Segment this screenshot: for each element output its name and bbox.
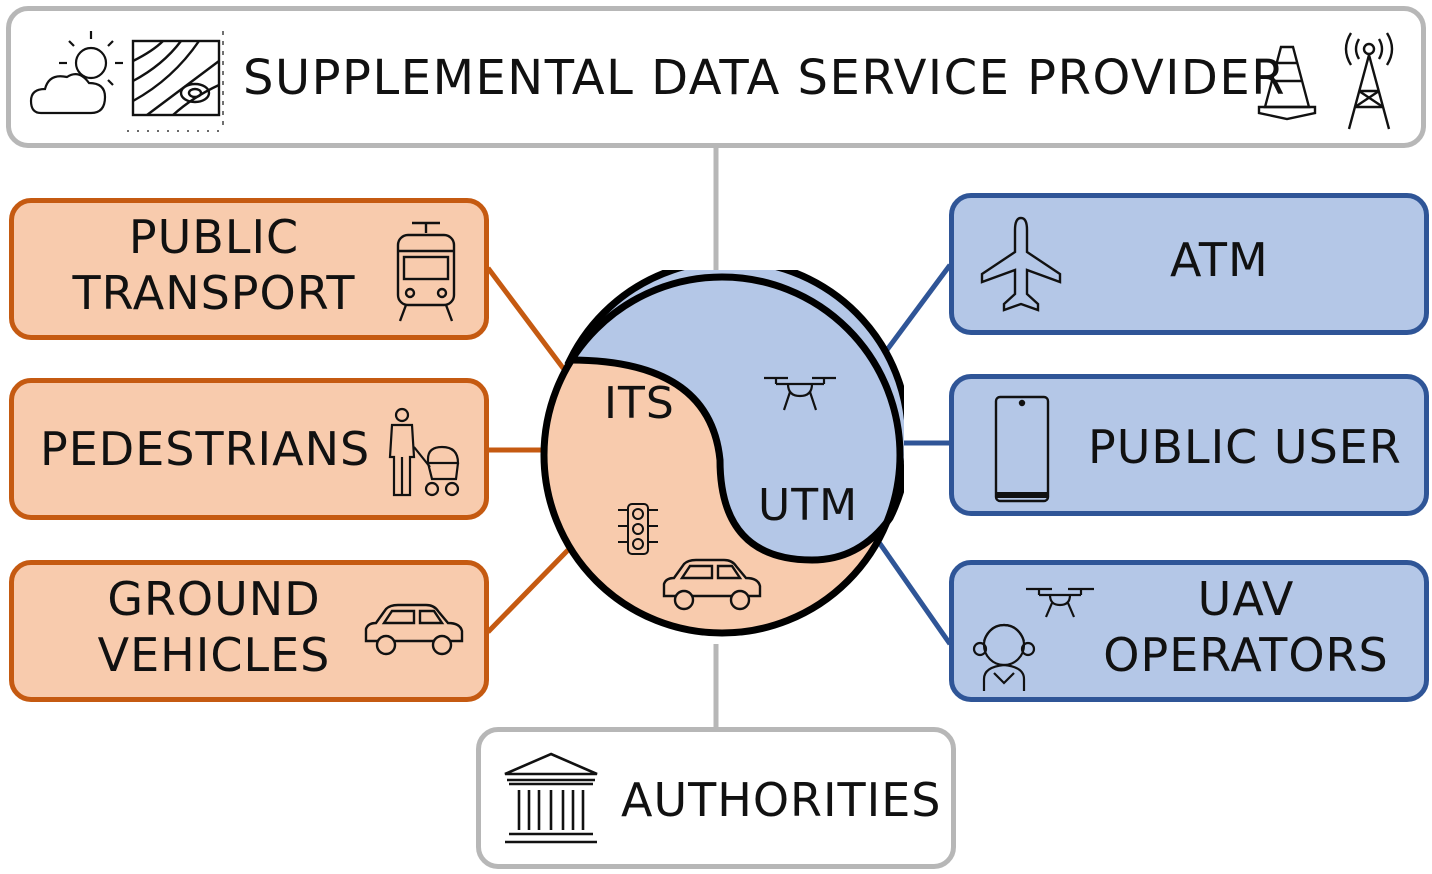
topographic-map-icon: [123, 21, 235, 139]
government-building-icon: [501, 750, 601, 848]
radio-tower-icon: [1337, 27, 1401, 133]
ground-vehicles-label-line-1: GROUND: [107, 572, 321, 626]
pedestrian-stroller-icon: [384, 407, 464, 499]
ground-vehicles-label-line-2: VEHICLES: [97, 628, 331, 683]
traffic-cone-icon: [1255, 41, 1319, 121]
ground-vehicles-box: GROUND VEHICLES: [9, 560, 489, 702]
supplemental-data-service-provider-box: SUPPLEMENTAL DATA SERVICE PROVIDER: [6, 6, 1426, 148]
weather-icon: [29, 25, 129, 120]
operator-drone-icon: [968, 579, 1098, 691]
car-icon: [362, 601, 466, 661]
connector-ground-vehicles: [486, 548, 570, 634]
pedestrians-label: PEDESTRIANS: [40, 422, 371, 476]
tram-icon: [390, 217, 462, 327]
hub-car-icon: [660, 556, 764, 616]
hub-outline: [540, 273, 904, 637]
drone-icon: [762, 370, 838, 418]
uav-operators-label-line-2: OPERATORS: [1103, 628, 1389, 683]
public-transport-label: PUBLIC TRANSPORT: [54, 209, 374, 321]
public-transport-box: PUBLIC TRANSPORT: [9, 198, 489, 340]
utm-label: UTM: [758, 480, 859, 531]
public-user-box: PUBLIC USER: [949, 374, 1429, 516]
authorities-label: AUTHORITIES: [621, 773, 942, 827]
uav-operators-label-line-1: UAV: [1197, 572, 1295, 626]
atm-label: ATM: [1170, 233, 1269, 287]
smartphone-icon: [992, 393, 1052, 505]
traffic-light-icon: [614, 502, 662, 558]
airplane-icon: [978, 214, 1064, 314]
public-transport-label-line-2: TRANSPORT: [72, 266, 356, 321]
pedestrians-box: PEDESTRIANS: [9, 378, 489, 520]
authorities-box: AUTHORITIES: [476, 727, 956, 869]
connector-uav-operators: [873, 536, 953, 646]
public-transport-label-line-1: PUBLIC: [128, 210, 300, 264]
provider-title: SUPPLEMENTAL DATA SERVICE PROVIDER: [243, 50, 1287, 106]
its-utm-hub: ITS UTM: [540, 257, 912, 640]
ground-vehicles-label: GROUND VEHICLES: [54, 571, 374, 683]
uav-operators-box: UAV OPERATORS: [949, 560, 1429, 702]
connector-atm: [875, 263, 953, 364]
public-user-label: PUBLIC USER: [1088, 420, 1402, 474]
its-label: ITS: [604, 378, 675, 429]
atm-box: ATM: [949, 193, 1429, 335]
uav-operators-label: UAV OPERATORS: [1098, 571, 1394, 683]
connector-public-transport: [486, 266, 568, 374]
